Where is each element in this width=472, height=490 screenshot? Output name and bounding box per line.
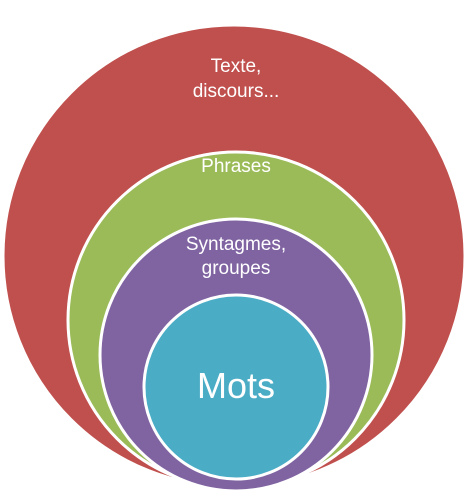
label-phrases: Phrases [201, 156, 271, 177]
circle-mots [142, 293, 330, 481]
label-syntagmes-line2: groupes [202, 258, 271, 279]
label-mots: Mots [197, 365, 275, 406]
label-texte-line1: Texte, [211, 56, 262, 77]
label-syntagmes-line1: Syntagmes, [186, 234, 286, 255]
label-texte-line2: discours... [193, 81, 280, 102]
